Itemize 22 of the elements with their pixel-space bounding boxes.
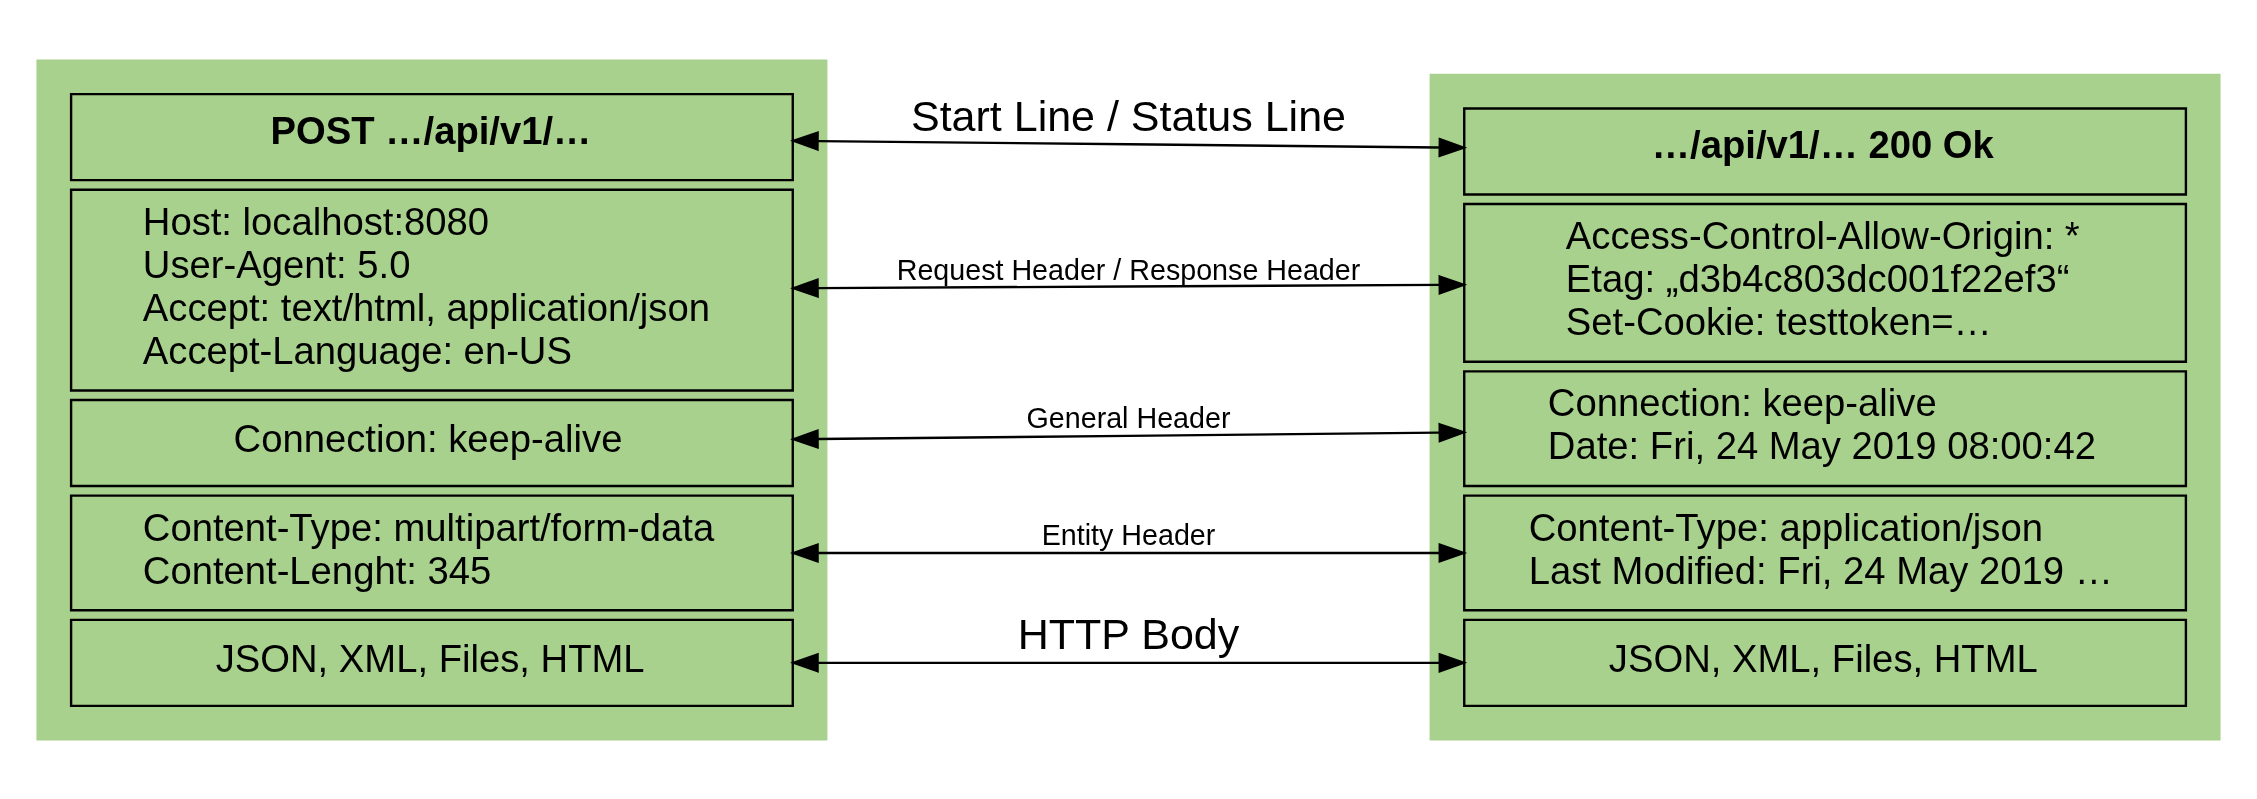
arrow — [790, 130, 1468, 158]
node-box: Access-Control-Allow-Origin: * Etag: „d3b4c803dc001f22ef3“ Set-Cookie: testtoken=… — [1463, 202, 2188, 363]
node-box: Host: localhost:8080 User-Agent: 5.0 Accept: text/html, application/json Accept-Language: en-US — [69, 188, 794, 392]
node-box: JSON, XML, Files, HTML — [69, 618, 794, 707]
edge-label: Start Line / Status Line — [910, 91, 1347, 140]
edge-label: Request Header / Response Header — [896, 253, 1361, 286]
node-box: POST …/api/v1/… — [69, 92, 794, 181]
node-box: Content-Type: application/json Last Modified: Fri, 24 May 2019 … — [1463, 493, 2188, 611]
arrow — [790, 274, 1468, 298]
node-box: Connection: keep-alive Date: Fri, 24 May 2019 08:00:42 — [1463, 369, 2188, 487]
arrow — [790, 652, 1468, 673]
node-box: Content-Type: multipart/form-data Content-Lenght: 345 — [69, 493, 794, 611]
cluster — [36, 59, 828, 740]
node-box: JSON, XML, Files, HTML — [1463, 618, 2188, 707]
node-box: Connection: keep-alive — [69, 398, 794, 487]
cluster — [1429, 73, 2221, 740]
edge-label: Entity Header — [1041, 518, 1216, 551]
arrow — [790, 542, 1468, 563]
edge-label: HTTP Body — [1017, 609, 1240, 658]
node-box: …/api/v1/… 200 Ok — [1463, 106, 2188, 196]
arrow — [790, 422, 1468, 449]
edge-label: General Header — [1026, 401, 1231, 434]
